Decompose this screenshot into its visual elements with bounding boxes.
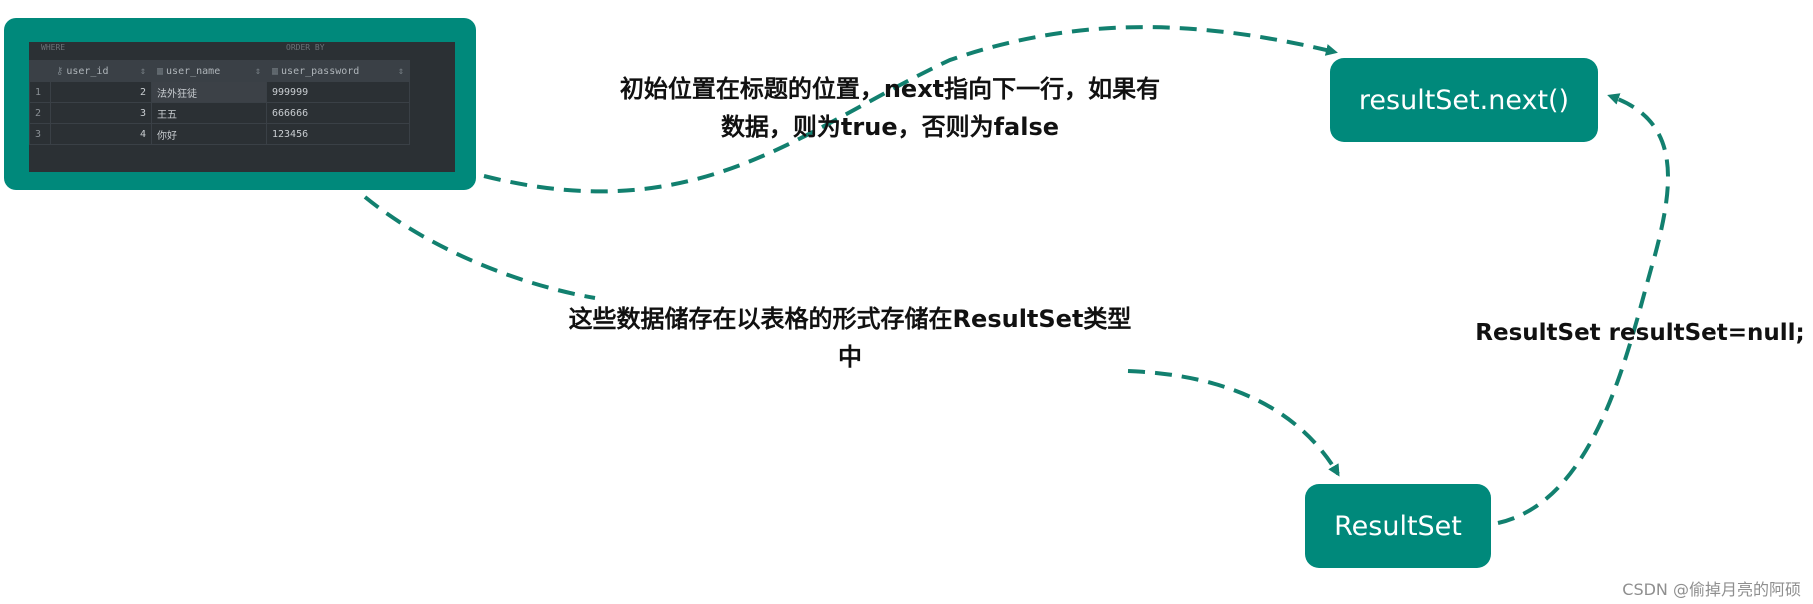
cell-user-name[interactable]: 王五 <box>151 102 267 124</box>
header-row: ⚷user_id⇕ ▥user_name⇕ ▥user_password⇕ <box>29 60 410 82</box>
result-grid: ⚷user_id⇕ ▥user_name⇕ ▥user_password⇕ 1 … <box>29 60 410 145</box>
column-icon: ▥ <box>272 65 279 77</box>
column-label: user_id <box>66 65 109 77</box>
cell-user-name[interactable]: 法外狂徒 <box>151 81 267 103</box>
next-node: resultSet.next() <box>1330 58 1598 142</box>
table-row[interactable]: 2 3 王五 666666 <box>29 102 410 124</box>
order-by-label: ORDER BY <box>286 43 325 52</box>
cell-user-password[interactable]: 123456 <box>266 123 410 145</box>
storage-description-line-2: 中 <box>838 343 862 371</box>
row-number: 2 <box>29 102 51 124</box>
corner-cell <box>29 60 51 82</box>
filter-toolbar: WHERE ORDER BY <box>29 42 455 54</box>
cell-user-name[interactable]: 你好 <box>151 123 267 145</box>
where-label: WHERE <box>41 43 66 52</box>
column-header-user-password[interactable]: ▥user_password ⇕ <box>266 60 410 82</box>
sort-icon[interactable]: ⇕ <box>139 65 146 77</box>
table-row[interactable]: 3 4 你好 123456 <box>29 123 410 145</box>
arrow-resultset-to-next <box>1497 93 1670 525</box>
next-description-line-2: 数据，则为true，否则为false <box>720 113 1060 141</box>
storage-description-line-1: 这些数据储存在以表格的形式存储在ResultSet类型 <box>568 305 1132 333</box>
cell-user-id[interactable]: 3 <box>50 102 152 124</box>
column-icon: ▥ <box>157 65 164 77</box>
cell-user-id[interactable]: 2 <box>50 81 152 103</box>
column-header-user-name[interactable]: ▥user_name ⇕ <box>151 60 267 82</box>
cell-user-password[interactable]: 666666 <box>266 102 410 124</box>
column-label: user_password <box>281 65 360 77</box>
storage-description: 这些数据储存在以表格的形式存储在ResultSet类型 中 <box>520 300 1180 376</box>
arrow-table-to-label <box>363 195 596 300</box>
next-description: 初始位置在标题的位置，next指向下一行，如果有 数据，则为true，否则为fa… <box>570 70 1210 146</box>
column-label: user_name <box>166 65 221 77</box>
table-view: WHERE ORDER BY ⚷user_id⇕ ▥user_name⇕ ▥us… <box>29 42 455 172</box>
arrow-table-to-next <box>483 25 1338 194</box>
declaration-label: ResultSet resultSet=null; <box>1475 320 1805 346</box>
key-icon: ⚷ <box>56 65 64 77</box>
table-screenshot: WHERE ORDER BY ⚷user_id⇕ ▥user_name⇕ ▥us… <box>4 18 476 190</box>
next-description-line-1: 初始位置在标题的位置，next指向下一行，如果有 <box>619 75 1161 103</box>
row-number: 3 <box>29 123 51 145</box>
watermark: CSDN @偷掉月亮的阿硕 <box>1622 580 1801 599</box>
sort-icon[interactable]: ⇕ <box>397 65 404 77</box>
cell-user-id[interactable]: 4 <box>50 123 152 145</box>
row-number: 1 <box>29 81 51 103</box>
arrow-label-to-resultset <box>1127 369 1340 477</box>
sort-icon[interactable]: ⇕ <box>254 65 261 77</box>
column-header-user-id[interactable]: ⚷user_id ⇕ <box>50 60 152 82</box>
table-row[interactable]: 1 2 法外狂徒 999999 <box>29 81 410 103</box>
cell-user-password[interactable]: 999999 <box>266 81 410 103</box>
resultset-node: ResultSet <box>1305 484 1491 568</box>
